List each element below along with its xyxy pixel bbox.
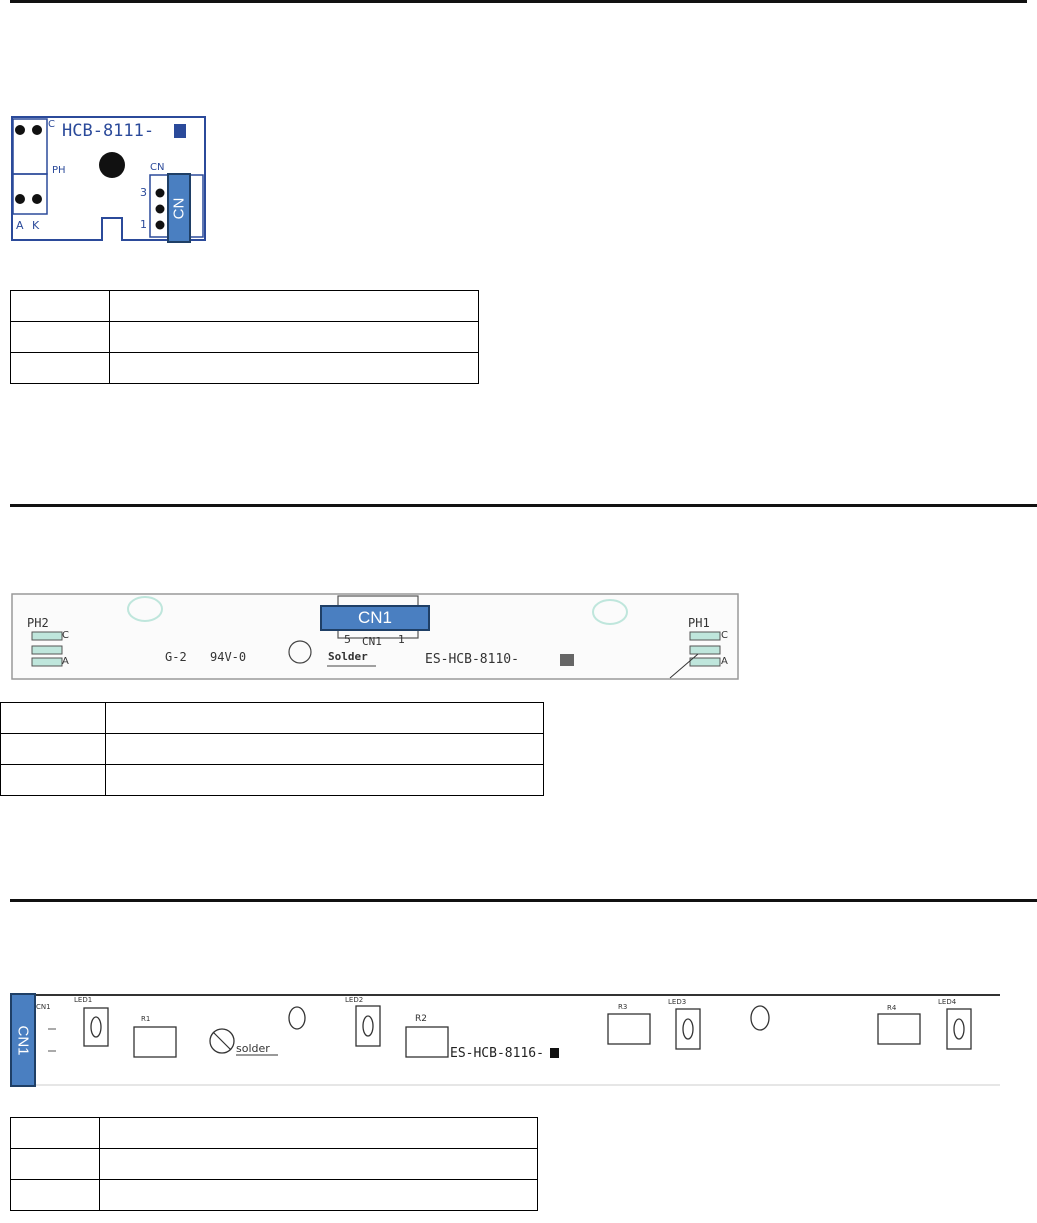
pcb-label-c-right: C (721, 630, 728, 641)
pcb-label-solder: solder (236, 1042, 270, 1055)
pcb-outline-3 (10, 994, 1000, 1086)
spec-table-3 (10, 1117, 538, 1211)
pcb-part-number: ES-HCB-8110- (425, 652, 519, 667)
pcb-label-led1: LED1 (74, 996, 93, 1004)
pcb-label-cn1: CN1 (36, 1003, 51, 1011)
table-cell (105, 702, 544, 734)
table-cell (10, 321, 110, 353)
table-row (10, 352, 479, 384)
pcb-label-r4: R4 (887, 1004, 897, 1012)
pcb-label-a: A (16, 219, 24, 232)
table-row (10, 1148, 538, 1180)
pcb-label-c-left: C (62, 630, 69, 641)
table-cell (109, 290, 479, 322)
section-divider-3 (10, 899, 1037, 902)
pcb-diagram-hcb-8116: CN1 LED1 R1 solder LED2 R2 ES-HCB-8116- … (10, 993, 1000, 1088)
pcb-label-k: K (32, 219, 40, 232)
pcb-diagram-hcb-8110: PH2 C A PH1 C A G-2 94V-0 Solder 5 CN1 1… (10, 592, 740, 682)
spec-table-2 (0, 702, 544, 796)
spec-table-1 (10, 290, 479, 384)
table-cell (10, 290, 110, 322)
section-divider-2 (10, 504, 1037, 507)
table-cell (109, 321, 479, 353)
pcb-label-pin5: 5 (344, 633, 351, 646)
pcb-label-ph: PH (52, 165, 66, 176)
table-cell (10, 1179, 100, 1211)
table-row (10, 290, 479, 322)
connector-cn1-tab: CN1 (320, 605, 430, 631)
table-row (0, 764, 544, 796)
pcb-label-rating: 94V-0 (210, 650, 247, 664)
table-cell (99, 1148, 538, 1180)
pcb-label-led2: LED2 (345, 996, 364, 1004)
table-cell (105, 733, 544, 765)
table-row (0, 733, 544, 765)
connector-cn1-label: CN1 (14, 1024, 32, 1056)
table-cell (99, 1117, 538, 1149)
table-cell (10, 1148, 100, 1180)
pcb-label-pin3: 3 (140, 186, 147, 199)
pcb-label-a-right: A (721, 656, 728, 667)
pcb-label-ul-code: G-2 (165, 650, 187, 664)
pcb-label-a-left: A (62, 656, 69, 667)
pcb-label-r3: R3 (618, 1003, 628, 1011)
table-cell (10, 1117, 100, 1149)
connector-cn-tab: CN (167, 173, 191, 243)
connector-cn-label: CN (170, 197, 188, 219)
connector-cn1-tab: CN1 (10, 993, 36, 1087)
table-cell (99, 1179, 538, 1211)
table-cell (0, 764, 106, 796)
pcb-outline-1 (11, 116, 206, 241)
table-row (10, 1179, 538, 1211)
table-cell (10, 352, 110, 384)
section-divider-1 (10, 0, 1027, 3)
pcb-label-solder: Solder (328, 650, 368, 663)
connector-cn1-label: CN1 (357, 608, 392, 627)
pcb-part-number: HCB-8111- (62, 121, 155, 141)
table-row (0, 702, 544, 734)
pcb-label-led3: LED3 (668, 998, 687, 1006)
table-row (10, 321, 479, 353)
pcb-label-ph2: PH2 (27, 616, 49, 630)
pcb-label-led4: LED4 (938, 998, 957, 1006)
pcb-part-number: ES-HCB-8116- (450, 1046, 544, 1061)
table-row (10, 1117, 538, 1149)
pcb-label-r1: R1 (141, 1015, 151, 1023)
pcb-label-cn: CN (150, 162, 165, 173)
pcb-label-ph1: PH1 (688, 616, 710, 630)
pcb-label-pin1: 1 (140, 218, 147, 231)
pcb-label-c: C (48, 119, 55, 130)
table-cell (0, 702, 106, 734)
pcb-label-r2: R2 (415, 1014, 427, 1024)
pcb-label-pin1: 1 (398, 633, 405, 646)
table-cell (105, 764, 544, 796)
pcb-diagram-hcb-8111: C HCB-8111- PH CN 3 1 A K CN (10, 115, 215, 245)
table-cell (0, 733, 106, 765)
table-cell (109, 352, 479, 384)
pcb-label-cn1-silk: CN1 (362, 635, 382, 648)
